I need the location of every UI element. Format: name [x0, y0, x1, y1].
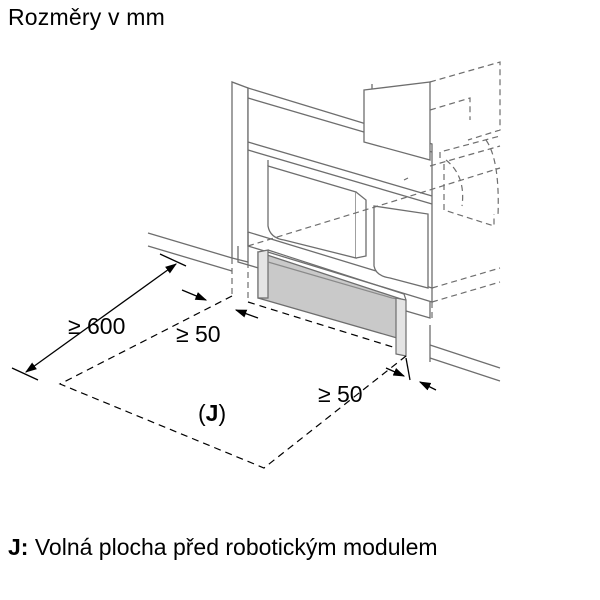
hidden-cabinet-lines: [231, 61, 501, 322]
depth-dimension-label: ≥ 600: [68, 313, 125, 339]
cabinet-baskets: [267, 160, 429, 289]
depth-dimension: [11, 253, 187, 381]
right-clearance-label: ≥ 50: [318, 381, 363, 407]
free-zone-label: (J): [198, 400, 226, 426]
diagram-title: Rozměry v mm: [8, 4, 166, 30]
legend-caption: J: Volná plocha před robotickým modulem: [8, 534, 438, 561]
legend-text: Volná plocha před robotickým modulem: [34, 534, 438, 560]
robotic-module: [257, 249, 407, 357]
legend-key: J:: [8, 534, 29, 560]
left-clearance-label: ≥ 50: [176, 321, 221, 347]
left-clearance-dimension: [181, 289, 259, 319]
right-clearance-dimension: [385, 357, 437, 391]
wall-lines: [147, 232, 501, 382]
